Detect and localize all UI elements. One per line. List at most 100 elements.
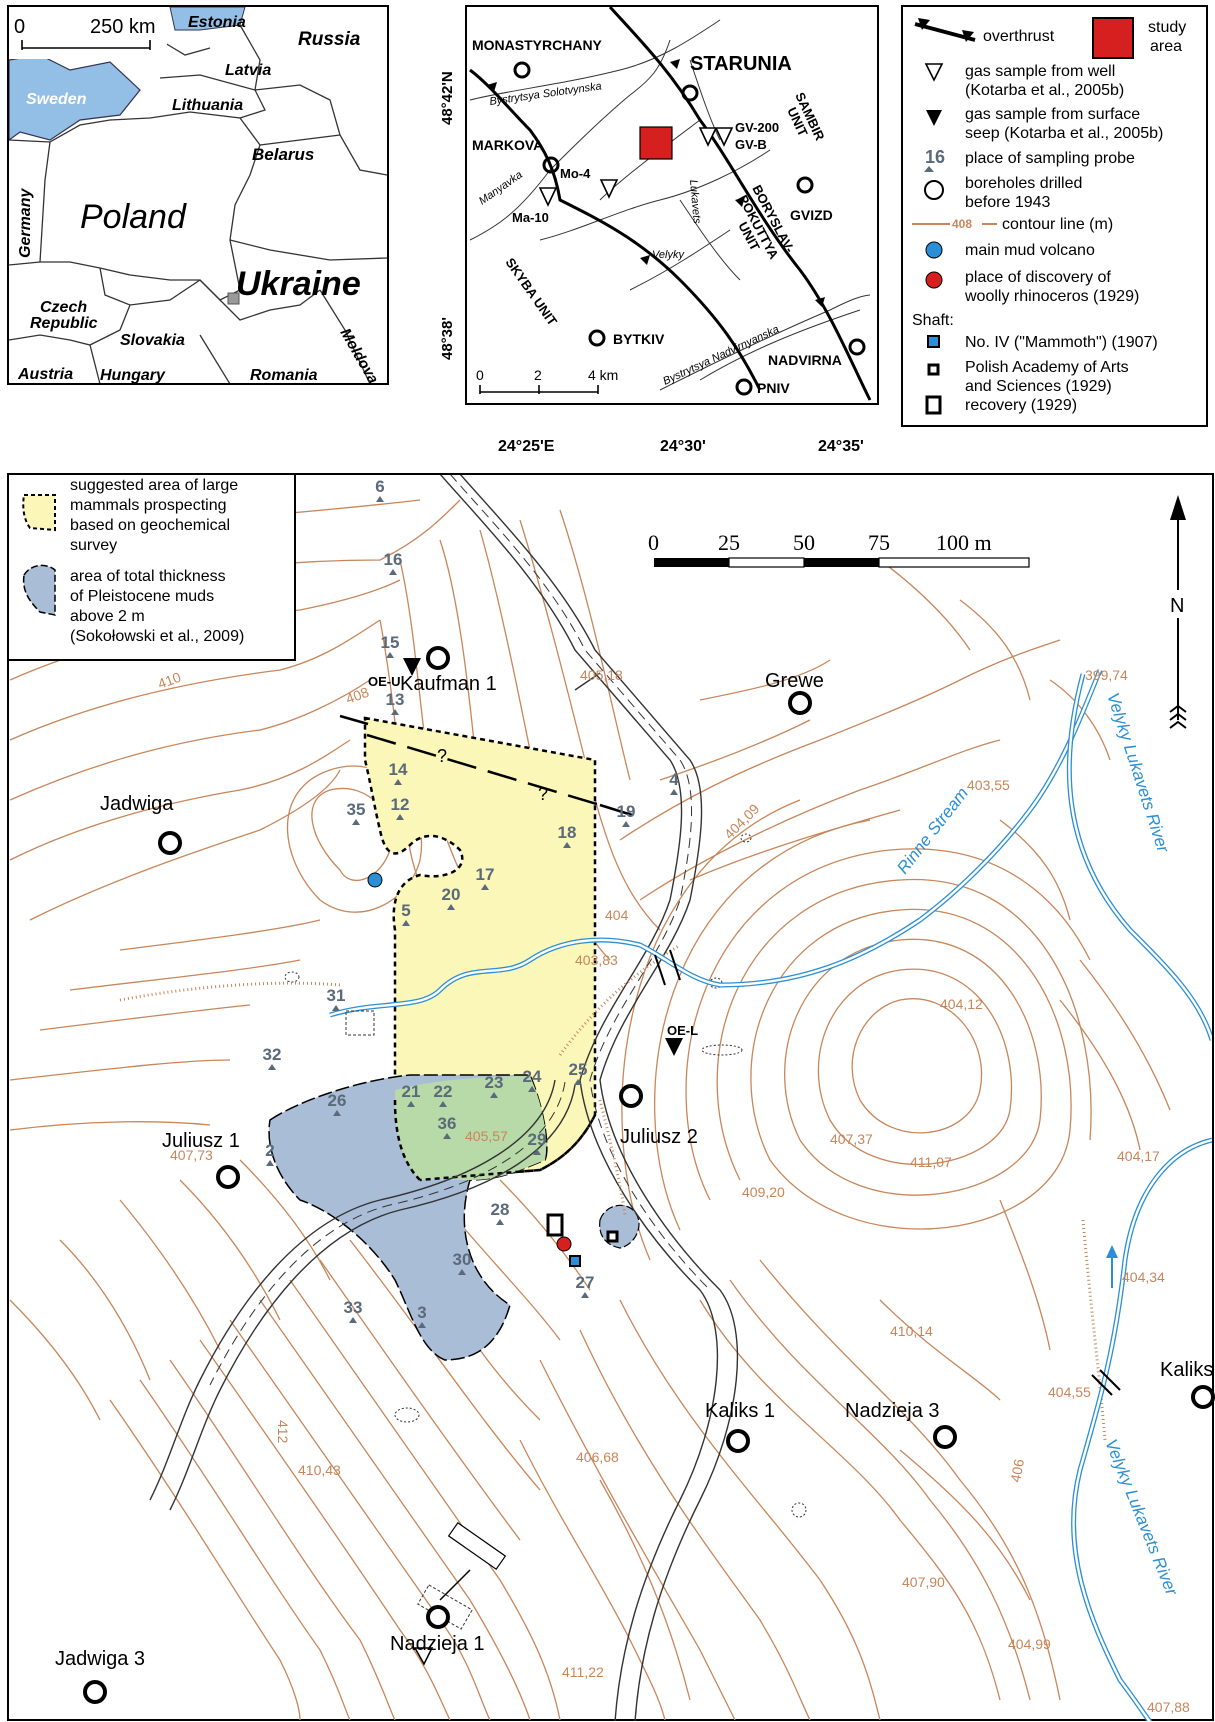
probe-marker bbox=[496, 1219, 504, 1225]
elevation-label: 409,20 bbox=[742, 1184, 785, 1200]
lon-24-25: 24°25'E bbox=[498, 438, 555, 455]
probe-label: 19 bbox=[617, 802, 636, 821]
legend-main: suggested area of large mammals prospect… bbox=[7, 473, 296, 661]
well-gv200: GV-200 bbox=[735, 120, 779, 135]
probe-label: 17 bbox=[476, 865, 495, 884]
probe-label: 6 bbox=[375, 477, 384, 496]
probe-label: 21 bbox=[402, 1082, 421, 1101]
borehole-icon bbox=[788, 691, 812, 715]
probe-label: 30 bbox=[453, 1250, 472, 1269]
legend-rhino-2: woolly rhinoceros (1929) bbox=[964, 288, 1139, 305]
probe-label: 13 bbox=[386, 690, 405, 709]
probe-marker bbox=[574, 1079, 582, 1085]
label-russia: Russia bbox=[298, 29, 361, 50]
legend-probe: place of sampling probe bbox=[965, 150, 1135, 167]
place-pniv: PNIV bbox=[757, 380, 790, 396]
label-latvia: Latvia bbox=[225, 62, 271, 79]
label-oe-l: OE-L bbox=[667, 1023, 698, 1038]
local-scale-4: 4 km bbox=[588, 367, 618, 383]
legend-blue-2: of Pleistocene muds bbox=[70, 588, 214, 605]
borehole-label: Grewe bbox=[765, 670, 824, 692]
probe-label: 29 bbox=[528, 1130, 547, 1149]
scale-0: 0 bbox=[648, 530, 659, 555]
place-gvizd: GVIZD bbox=[790, 207, 833, 223]
legend-yellow-1: suggested area of large bbox=[70, 477, 238, 494]
probe-marker bbox=[581, 1292, 589, 1298]
label-hungary: Hungary bbox=[100, 367, 166, 384]
label-sweden: Sweden bbox=[26, 91, 87, 108]
probe-label: 12 bbox=[391, 795, 410, 814]
borehole-icon bbox=[933, 1425, 957, 1449]
lon-24-30: 24°30' bbox=[660, 438, 706, 455]
legend-contour: contour line (m) bbox=[1002, 216, 1113, 233]
borehole-icon bbox=[158, 831, 182, 855]
legend-blue-3: above 2 m bbox=[70, 608, 145, 625]
label-republic: Republic bbox=[30, 315, 98, 332]
label-belarus: Belarus bbox=[252, 145, 314, 164]
question-mark-2: ? bbox=[538, 784, 548, 804]
scale-bar: 0 25 50 75 100 m bbox=[648, 530, 1030, 568]
well-gvb: GV-B bbox=[735, 137, 767, 152]
borehole-icon bbox=[83, 1680, 107, 1704]
probe-label: 28 bbox=[491, 1200, 510, 1219]
probe-label: 27 bbox=[576, 1273, 595, 1292]
legend-mud-volcano: main mud volcano bbox=[965, 242, 1095, 259]
place-monastyrchany: MONASTYRCHANY bbox=[472, 37, 603, 53]
elevation-label: 410,43 bbox=[298, 1462, 341, 1478]
borehole-label: Kaliks 1 bbox=[705, 1400, 775, 1422]
elevation-label: 404 bbox=[605, 907, 629, 923]
legend-probe-num: 16 bbox=[925, 147, 945, 167]
probe-label: 25 bbox=[569, 1060, 588, 1079]
probe-label: 3 bbox=[417, 1303, 426, 1322]
scale-25: 25 bbox=[718, 530, 740, 555]
probe-label: 36 bbox=[438, 1114, 457, 1133]
main-map: suggested area of large mammals prospect… bbox=[7, 473, 1215, 1721]
rhino-site-icon bbox=[556, 1236, 572, 1252]
legend-shaft3: recovery (1929) bbox=[965, 397, 1077, 414]
elevation-label: 407,37 bbox=[830, 1131, 873, 1147]
probe-marker bbox=[386, 652, 394, 658]
local-scale-0: 0 bbox=[476, 367, 484, 383]
elevation-label: 404,34 bbox=[1122, 1269, 1165, 1285]
elevation-label: 404,99 bbox=[1008, 1636, 1051, 1652]
gas-seep-oel-icon bbox=[665, 1038, 683, 1056]
probe-marker bbox=[376, 496, 384, 502]
borehole-label: Jadwiga bbox=[100, 793, 174, 815]
elevation-label: 407,73 bbox=[170, 1147, 213, 1163]
europe-inset: 0 250 km Estonia Russia Latvia Sweden Li… bbox=[7, 5, 389, 387]
borehole-label: Nadzieja 3 bbox=[845, 1400, 940, 1422]
legend-gas-well-2: (Kotarba et al., 2005b) bbox=[965, 82, 1124, 99]
shaft-recovery-icon bbox=[546, 1213, 564, 1237]
probe-marker bbox=[418, 1322, 426, 1328]
borehole-icon bbox=[726, 1429, 750, 1453]
probe-marker bbox=[268, 1064, 276, 1070]
elevation-label: 407,88 bbox=[1147, 1699, 1190, 1715]
legend-rhino: place of discovery of bbox=[965, 269, 1111, 286]
borehole-label: Jadwiga 3 bbox=[55, 1648, 145, 1670]
elevation-label: 406 bbox=[1007, 1458, 1027, 1484]
elevation-label: 411,22 bbox=[562, 1664, 604, 1680]
probe-marker bbox=[528, 1086, 536, 1092]
gas-well-icon bbox=[413, 1647, 434, 1666]
probe-label: 14 bbox=[389, 760, 408, 779]
study-area-marker bbox=[227, 292, 240, 305]
label-czech: Czech bbox=[40, 299, 87, 316]
overlap-area bbox=[395, 1076, 547, 1180]
mud-volcano-icon bbox=[367, 872, 383, 888]
legend-yellow-4: survey bbox=[70, 537, 117, 554]
label-oe-u: OE-U bbox=[368, 674, 401, 689]
elevation-label: 407,90 bbox=[902, 1574, 945, 1590]
legend-yellow-2: mammals prospecting bbox=[70, 497, 227, 514]
well-ma10: Ma-10 bbox=[512, 210, 549, 225]
borehole-label: Juliusz 1 bbox=[162, 1130, 240, 1152]
elevation-label: 399,74 bbox=[1085, 667, 1128, 683]
elevation-label: 404,12 bbox=[940, 996, 983, 1012]
legend-area: area bbox=[1150, 38, 1182, 55]
scale-250km: 250 km bbox=[90, 16, 156, 38]
probe-label: 16 bbox=[384, 550, 403, 569]
probe-label: 32 bbox=[263, 1045, 282, 1064]
baltic-sea bbox=[9, 54, 141, 141]
river-lukavets: Lukavets bbox=[687, 179, 703, 224]
probe-marker bbox=[391, 709, 399, 715]
